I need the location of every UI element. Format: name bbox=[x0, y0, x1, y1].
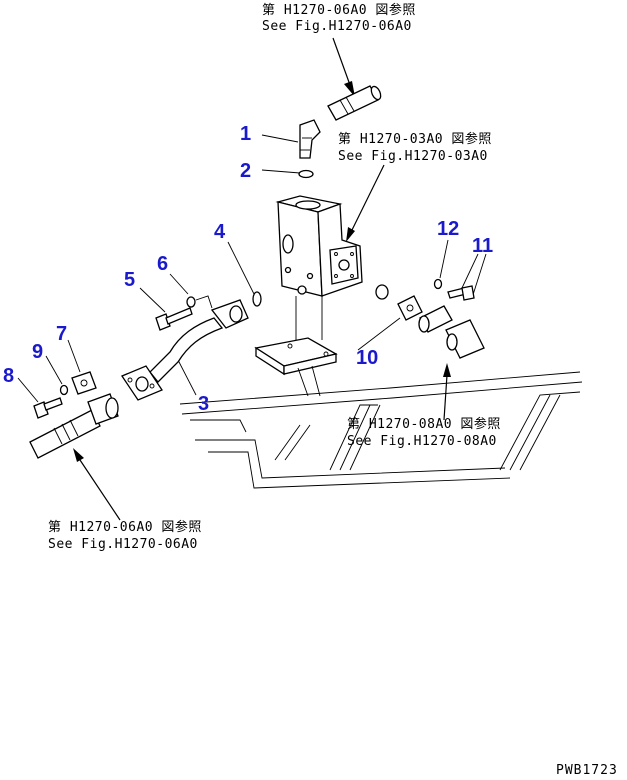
reference-top-en: See Fig.H1270-06A0 bbox=[262, 19, 412, 34]
part-12-washer[interactable] bbox=[433, 278, 443, 290]
part-8-bolt[interactable] bbox=[33, 397, 63, 419]
part-9-washer[interactable] bbox=[59, 384, 69, 396]
callout-9[interactable]: 9 bbox=[32, 341, 43, 363]
frame-outline bbox=[179, 371, 583, 489]
leader-lines bbox=[17, 37, 487, 521]
part-2-o-ring[interactable] bbox=[298, 169, 314, 179]
callout-1[interactable]: 1 bbox=[240, 123, 251, 145]
part-11-bolt[interactable] bbox=[447, 285, 475, 301]
part-1-elbow[interactable] bbox=[299, 119, 321, 159]
callout-10[interactable]: 10 bbox=[356, 347, 378, 369]
reference-right[interactable]: 第 H1270-08A0 図参照 See Fig.H1270-08A0 bbox=[347, 416, 501, 449]
part-4-o-ring[interactable] bbox=[252, 291, 262, 307]
reference-valve-jp: 第 H1270-03A0 図参照 bbox=[338, 131, 492, 147]
reference-bottom-jp: 第 H1270-06A0 図参照 bbox=[48, 519, 202, 535]
hose-left[interactable] bbox=[29, 393, 119, 459]
part-6-washer[interactable] bbox=[186, 296, 196, 308]
hose-right[interactable] bbox=[418, 305, 485, 359]
gasket-bracket bbox=[195, 295, 213, 309]
callout-6[interactable]: 6 bbox=[157, 253, 168, 275]
callout-12[interactable]: 12 bbox=[437, 218, 459, 240]
callout-2[interactable]: 2 bbox=[240, 160, 251, 182]
reference-right-en: See Fig.H1270-08A0 bbox=[347, 434, 497, 449]
o-ring-right[interactable] bbox=[375, 284, 389, 300]
callout-3[interactable]: 3 bbox=[198, 393, 209, 415]
part-5-bolt[interactable] bbox=[155, 307, 193, 331]
callout-5[interactable]: 5 bbox=[124, 269, 135, 291]
callout-11[interactable]: 11 bbox=[472, 235, 493, 257]
part-10-split-flange[interactable] bbox=[397, 295, 423, 321]
drawing-code: PWB1723 bbox=[556, 763, 618, 778]
reference-bottom-en: See Fig.H1270-06A0 bbox=[48, 537, 198, 552]
part-3-tube[interactable] bbox=[121, 299, 249, 401]
callout-numbers: 1 2 3 4 5 6 7 8 9 10 11 12 bbox=[3, 123, 493, 415]
hose-top[interactable] bbox=[327, 85, 383, 121]
valve-block[interactable] bbox=[275, 195, 363, 297]
callout-4[interactable]: 4 bbox=[214, 221, 226, 243]
reference-bottom[interactable]: 第 H1270-06A0 図参照 See Fig.H1270-06A0 bbox=[48, 519, 202, 552]
reference-top-jp: 第 H1270-06A0 図参照 bbox=[262, 2, 416, 18]
reference-valve[interactable]: 第 H1270-03A0 図参照 See Fig.H1270-03A0 bbox=[338, 131, 492, 164]
callout-8[interactable]: 8 bbox=[3, 365, 14, 387]
mounting-plate[interactable] bbox=[254, 296, 338, 397]
reference-right-jp: 第 H1270-08A0 図参照 bbox=[347, 416, 501, 432]
reference-valve-en: See Fig.H1270-03A0 bbox=[338, 149, 488, 164]
callout-7[interactable]: 7 bbox=[56, 323, 67, 345]
part-7-split-flange[interactable] bbox=[71, 371, 97, 395]
reference-top[interactable]: 第 H1270-06A0 図参照 See Fig.H1270-06A0 bbox=[262, 2, 416, 34]
